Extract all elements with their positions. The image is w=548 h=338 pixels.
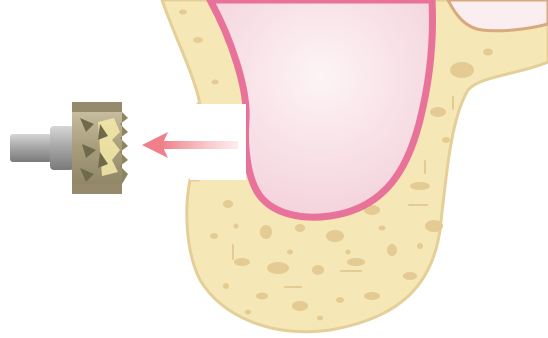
drill-band-top bbox=[72, 102, 122, 112]
trephine-drill bbox=[10, 102, 128, 194]
drill-band-bottom bbox=[72, 184, 122, 194]
drill-collar bbox=[50, 126, 74, 170]
drill-shaft bbox=[10, 134, 52, 162]
